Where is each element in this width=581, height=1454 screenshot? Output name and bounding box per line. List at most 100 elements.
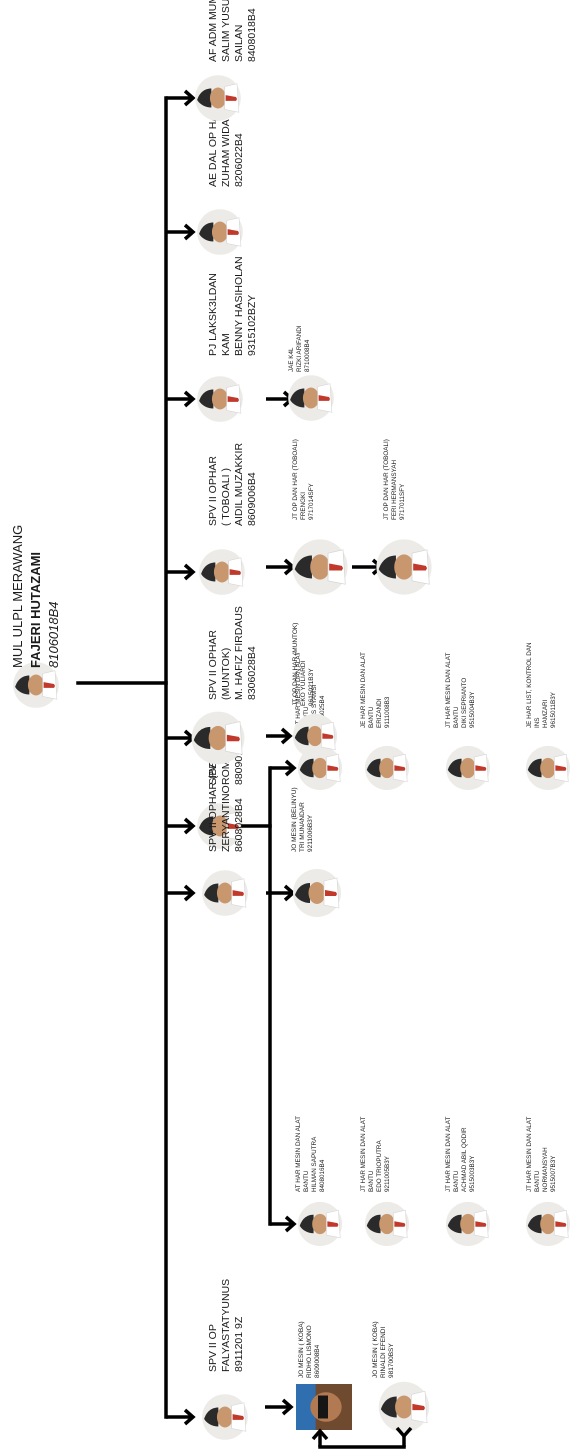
- child-portrait-roman-7: [525, 1201, 571, 1247]
- spv-label-zuham-line: 8206022B4: [233, 133, 245, 187]
- spv-label-faly-line: SPV II OP: [207, 1324, 219, 1372]
- child-label-roman-3-line: 9211005B3Y: [384, 1155, 391, 1192]
- spv-portrait-salim: [194, 74, 242, 122]
- branch-arrow-aidil: [166, 563, 196, 581]
- child-label-hafiz-line: EKO YULIARDI: [300, 660, 307, 706]
- child-portrait-aidil-1: [291, 538, 349, 596]
- spv-label-benny-line: BENNY HASIHOLAN: [233, 256, 245, 356]
- child-portrait-zery: [292, 868, 342, 918]
- head-title-block-line: 8106018B4: [46, 601, 61, 668]
- child-portrait-roman-1: [297, 1201, 343, 1247]
- spv-label-aidil-line: ( TOBOALI ): [220, 468, 232, 526]
- child-label-roman-4-line: ERIZANDI: [376, 698, 383, 728]
- branch-arrow-zuham: [166, 223, 196, 241]
- arrow-down-icon: [395, 1426, 413, 1447]
- spv-portrait-aidil: [198, 548, 246, 596]
- child-portrait-roman-3: [364, 1201, 410, 1247]
- child-portrait-hafiz: [292, 713, 338, 759]
- spv-label-faly-line: 8911201 9Z: [233, 1316, 245, 1372]
- child-arrow-benny: [266, 390, 295, 408]
- spv-label-zuham-line: AE DAL OP HAR: [207, 107, 219, 187]
- child-label-aidil-2-line: 9717011SFY: [399, 483, 406, 520]
- spv-label-benny-line: 9315102BZY: [246, 295, 258, 356]
- child-label-aidil-1-line: 9717014SFY: [308, 482, 315, 520]
- child-label-faly-2-line: 981700BSY: [388, 1343, 395, 1378]
- child-label-roman-7-line: 9515007B3Y: [550, 1155, 557, 1192]
- arrow-up-icon: [311, 1428, 329, 1447]
- child-label-aidil-2-line: FERI HERMANSYAH: [391, 459, 398, 520]
- spv-portrait-faly: [201, 1393, 249, 1441]
- roman-arrow-bottom: [270, 1215, 297, 1233]
- child-label-roman-6-line: 9515004B3Y: [469, 691, 476, 728]
- spv-label-benny-line: PJ LAKSK3LDAN: [207, 273, 219, 356]
- child-label-benny-line: RIZKI ARIFANDI: [296, 325, 303, 372]
- child-portrait-aidil-2: [375, 538, 433, 596]
- spv-label-aidil-line: SPV II OPHAR: [207, 456, 219, 526]
- spv-label-salim-line: SAILAN: [233, 25, 245, 62]
- child-label-roman-8-line: JE HAR LIST, KONTROL DAN: [526, 642, 533, 728]
- person-photo: [296, 1384, 352, 1430]
- child-portrait-roman-5: [445, 1201, 491, 1247]
- head-title-block-line: MUL ULPL MERAWANG: [10, 525, 25, 668]
- child-label-roman-6-line: DIKI SEPRIANTO: [461, 678, 468, 728]
- child-arrow-hafiz: [266, 727, 293, 745]
- child-label-roman-3-line: EDO TRIOPUTRA: [376, 1140, 383, 1192]
- child-arrow-faly: [265, 1398, 294, 1416]
- child-portrait-benny: [287, 374, 335, 422]
- spv-label-hafiz-line: M. HAFIZ FIRDAUS: [233, 606, 245, 700]
- spv-label-zuham-line: ZUHAM WIDA: [220, 119, 232, 187]
- branch-arrow-benny: [166, 390, 196, 408]
- child-label-roman-1-line: BANTU: [303, 1170, 310, 1192]
- child-label-faly-1-line: 8609008B4: [314, 1344, 321, 1378]
- branch-arrow-faly: [166, 1408, 196, 1426]
- child-label-benny-line: JAE K4L: [288, 347, 295, 372]
- child-label-roman-7-line: BANTU: [534, 1170, 541, 1192]
- child-label-roman-5-line: JT HAR MESIN DAN ALAT: [445, 1117, 452, 1192]
- child-arrow-aidil: [266, 558, 296, 576]
- branch-arrow-roman: [166, 817, 196, 835]
- child-label-zery-line: TRI MUNANDAR: [299, 802, 306, 852]
- spv-label-aidil-line: 8609006B4: [246, 472, 258, 526]
- child-label-roman-7-line: NORMANSYAH: [542, 1147, 549, 1192]
- branch-arrow-zery: [166, 884, 196, 902]
- child-label-roman-5-line: BANTU: [453, 1170, 460, 1192]
- child-label-roman-8-line: 9615011B3Y: [550, 691, 557, 728]
- head-title-block-line: FAJERI HUTAZAMI: [28, 552, 43, 668]
- child-label-roman-2-line: AT HAR MESIN DAN ALAT: [295, 652, 302, 728]
- child-label-faly-2-line: JO MESIN ( KOBA): [372, 1321, 379, 1378]
- spv-portrait-zery: [201, 869, 249, 917]
- spv-label-benny-line: KAM: [220, 333, 232, 356]
- child-label-roman-5-line: ACHMAD ABIL QODIR: [461, 1127, 468, 1192]
- branch-arrow-hafiz: [166, 729, 196, 747]
- child-label-roman-1-line: 8408016B4: [319, 1159, 326, 1192]
- child-label-hafiz-line: JT OP DAN HAR (MUNTOK): [292, 623, 299, 706]
- spv-label-faly-line: FALYASTATYUNUS: [220, 1279, 232, 1372]
- child-portrait-faly-2: [378, 1381, 430, 1433]
- child-label-roman-2-line: 8106025B4: [319, 695, 326, 728]
- child-label-faly-1-line: JO MESIN ( KOBA): [298, 1321, 305, 1378]
- spv-label-salim-line: SALIM YUSUF: [220, 0, 232, 62]
- spv-label-hafiz-line: (MUNTOK): [220, 648, 232, 700]
- child-label-roman-6-line: JT HAR MESIN DAN ALAT: [445, 653, 452, 728]
- child-label-roman-4-line: 9111008B3: [384, 696, 391, 728]
- child-label-benny-line: 8710008B4: [304, 339, 311, 372]
- child-label-roman-5-line: 9515003B3Y: [469, 1155, 476, 1192]
- spv-label-zery-line: 8608028B4: [233, 798, 245, 852]
